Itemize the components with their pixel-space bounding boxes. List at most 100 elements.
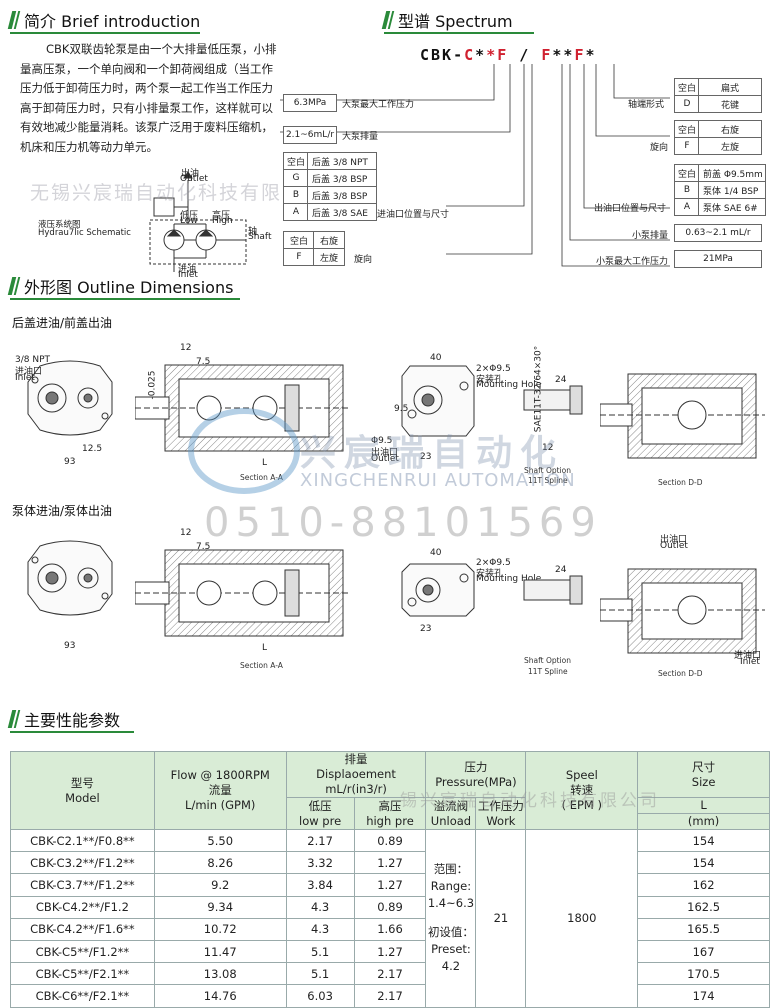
shaft-option-1 <box>520 370 590 434</box>
table-row: CBK-C2.1**/F0.8** 5.50 2.17 0.89 范围：Rang… <box>10 828 770 1008</box>
end-view-2 <box>20 540 120 630</box>
cell-high: 1.27 <box>353 851 427 875</box>
dim-24-a: 24 <box>555 375 567 385</box>
outlet-desc-1: 泵体 1/4 BSP <box>698 181 766 199</box>
cell-low: 3.32 <box>285 851 355 875</box>
cell-flow: 5.50 <box>153 828 287 853</box>
watermark-brand-cn: 兴宸瑞自动化 <box>300 433 565 474</box>
cell-model: CBK-C5**/F1.2** <box>10 939 155 964</box>
spec-max-pressure-big: 6.3MPa <box>283 94 337 112</box>
cell-unload: 范围：Range:1.4~6.3 初设值：Preset:4.2 <box>425 829 477 1008</box>
spec-max-pressure-small: 21MPa <box>674 250 762 268</box>
watermark-table: 锡兴宸瑞自动化科技有限公司 <box>400 791 660 811</box>
specs-header: 主要性能参数 <box>7 707 120 731</box>
shaft-option-b: Shaft Option <box>524 656 571 665</box>
dim-24-b: 24 <box>555 565 567 575</box>
spec-displacement-big: 2.1~6mL/r <box>283 126 337 144</box>
cell-flow: 8.26 <box>153 851 287 875</box>
schematic-high-cn: 高压 <box>212 211 231 221</box>
rotation-big-desc-0: 右旋 <box>313 231 345 249</box>
dim-12-5: 12.5 <box>82 444 103 454</box>
code-part-star2: * <box>486 46 498 64</box>
code-part-f2: F <box>541 46 553 64</box>
inlet-code-0: 空白 <box>283 152 309 170</box>
front-view-2 <box>398 560 478 620</box>
outlet-code-1: B <box>674 181 700 199</box>
schematic-label-en: Hydrau7lic Schematic <box>38 228 131 238</box>
inlet-desc-3: 后盖 3/8 SAE <box>307 203 377 221</box>
end-view-1 <box>20 360 120 450</box>
caption-section-dd-2: Section D-D <box>658 669 703 678</box>
outlet-code-2: A <box>674 198 700 216</box>
cell-flow: 10.72 <box>153 917 287 941</box>
spline-11t-a: 11T Spline <box>528 476 568 485</box>
code-part-slash: / <box>508 46 542 64</box>
inlet-en-label: Inlet <box>15 373 35 383</box>
rotation-big-desc-1: 左旋 <box>313 248 345 266</box>
spec-displacement-big-label: 大泵排量 <box>342 132 379 142</box>
th-size-unit: (mm) <box>637 813 770 830</box>
table-row: CBK-C3.7**/F1.2** 9.2 3.84 1.27 162 <box>10 873 770 897</box>
brief-header: 简介 Brief introduction <box>7 8 200 32</box>
schematic-low-en: Low <box>180 216 198 226</box>
inlet-npt-label: 3/8 NPT <box>15 355 51 365</box>
table-row: CBK-C5**/F2.1** 13.08 5.1 2.17 170.5 <box>10 962 770 986</box>
cell-flow: 13.08 <box>153 962 287 986</box>
inlet2-en: Inlet <box>740 657 760 667</box>
cell-low: 4.3 <box>285 895 355 919</box>
cell-model: CBK-C6**/F2.1** <box>10 984 155 1008</box>
cell-high: 0.89 <box>353 895 427 919</box>
cell-low: 4.3 <box>285 917 355 941</box>
cell-model: CBK-C2.1**/F0.8** <box>10 828 155 853</box>
shaft-option-2 <box>520 560 590 624</box>
spec-displacement-small-label: 小泵排量 <box>632 231 669 241</box>
cell-model: CBK-C3.7**/F1.2** <box>10 873 155 897</box>
section-aa-2 <box>135 530 350 650</box>
cell-high: 1.66 <box>353 917 427 941</box>
schematic-shaft-en: Shaft <box>248 232 272 242</box>
shaft-desc-1: 花键 <box>698 95 762 113</box>
cell-flow: 14.76 <box>153 984 287 1008</box>
schematic-shaft-cn: 轴 <box>248 227 258 237</box>
hole-cn-a: 安装孔 <box>476 375 504 385</box>
outlet2-cn: 出油口 <box>660 535 688 545</box>
schematic-outlet-cn: 出油 <box>181 169 200 179</box>
spec-inlet-label: 进油口位置与尺寸 <box>377 210 450 220</box>
dim-23-b: 23 <box>420 624 432 634</box>
code-part-f1: F <box>497 46 509 64</box>
watermark-phone: 0510-88101569 <box>204 500 602 546</box>
watermark-company: 无锡兴宸瑞自动化科技有限公司 <box>30 182 325 204</box>
cell-low: 3.84 <box>285 873 355 897</box>
spec-outlet-label: 出油口位置与尺寸 <box>594 204 667 214</box>
dim-40-b: 40 <box>430 548 442 558</box>
cell-high: 1.27 <box>353 873 427 897</box>
outline-subtitle-1: 后盖进油/前盖出油 <box>12 316 113 330</box>
cell-high: 2.17 <box>353 962 427 986</box>
cell-model: CBK-C3.2**/F1.2** <box>10 851 155 875</box>
cell-high: 1.27 <box>353 939 427 964</box>
shaft-desc-0: 扁式 <box>698 78 762 96</box>
spectrum-title: 型谱 Spectrum <box>398 12 513 31</box>
cell-size: 170.5 <box>637 962 770 986</box>
cell-size: 167 <box>637 939 770 964</box>
table-row: CBK-C4.2**/F1.2 9.34 4.3 0.89 162.5 <box>10 895 770 919</box>
caption-section-aa-2: Section A-A <box>240 661 283 670</box>
brief-rule <box>10 32 200 34</box>
outlet-en-a: Outlet <box>371 454 399 464</box>
spec-max-pressure-big-label: 大泵最大工作压力 <box>342 100 415 110</box>
table-row: CBK-C5**/F1.2** 11.47 5.1 1.27 167 <box>10 939 770 964</box>
inlet-code-2: B <box>283 186 309 204</box>
code-part-star5: * <box>585 46 597 64</box>
code-part-f3: F <box>574 46 586 64</box>
outline-title: 外形图 Outline Dimensions <box>24 278 234 297</box>
rotation-small-desc-0: 右旋 <box>698 120 762 138</box>
outlet-dia-a: Φ9.5 <box>371 436 393 446</box>
outlet-desc-0: 前盖 Φ9.5mm <box>698 164 766 182</box>
table-row: CBK-C4.2**/F1.6** 10.72 4.3 1.66 165.5 <box>10 917 770 941</box>
dim-9-5-a: 9.5 <box>394 404 409 414</box>
spectrum-rule <box>384 32 534 34</box>
